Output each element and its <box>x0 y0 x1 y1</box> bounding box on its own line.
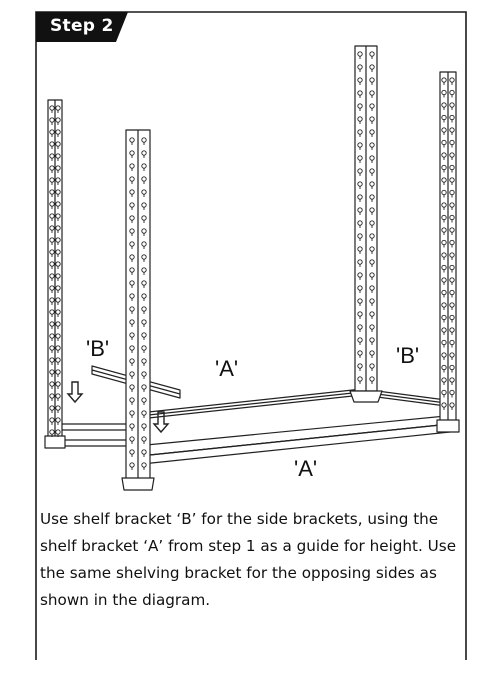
post-front-left <box>121 129 155 491</box>
step-tab: Step 2 <box>36 12 128 42</box>
post-front-right <box>436 71 460 433</box>
down-arrows <box>66 381 170 434</box>
instruction-text: Use shelf bracket ‘B’ for the side brack… <box>40 510 457 609</box>
post-back-left <box>44 99 66 449</box>
label-b-right: 'B' <box>396 343 420 368</box>
step-label: Step 2 <box>50 16 114 36</box>
beam-front <box>135 415 451 465</box>
beam-left-lower <box>55 423 137 447</box>
label-a-top: 'A' <box>215 356 239 381</box>
label-a-bottom: 'A' <box>294 456 318 481</box>
post-back-right <box>349 45 383 403</box>
label-b-left: 'B' <box>86 336 110 361</box>
